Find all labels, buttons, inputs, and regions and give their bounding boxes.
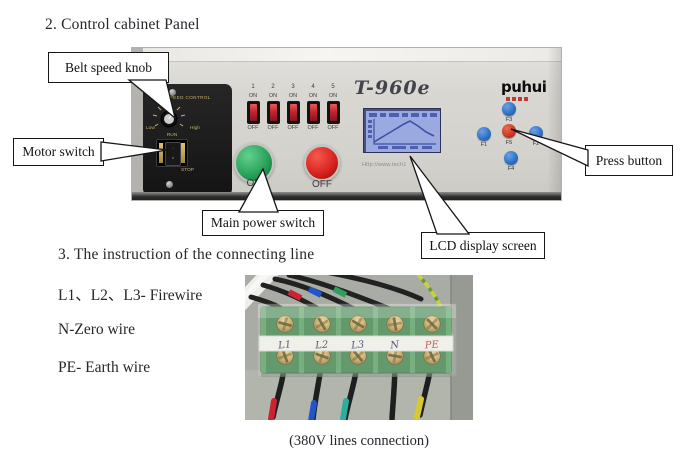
website-text: Http://www.tech1 (362, 162, 407, 168)
power-on-label: ON (246, 178, 262, 189)
section-3-heading: 3. The instruction of the connecting lin… (58, 246, 315, 263)
rocker-trim (181, 143, 185, 163)
zero-wire-line: N-Zero wire (58, 321, 136, 338)
speed-control-title: SPEED CONTROL (166, 95, 211, 100)
speed-knob (152, 104, 186, 128)
function-button-f2 (529, 126, 543, 140)
dip-number: 5 (331, 84, 335, 90)
knob-high-label: High (190, 126, 200, 131)
dip-number: 4 (311, 84, 315, 90)
dip-switch-4: 4 ON OFF (303, 84, 323, 132)
earth-wire-line: PE- Earth wire (58, 359, 151, 376)
wire-color-sleeves (287, 286, 348, 301)
f3-label: F3 (505, 117, 513, 123)
lcd-bottom-text (378, 146, 432, 149)
dip-off-label: OFF (287, 125, 299, 131)
function-button-f3 (502, 102, 516, 116)
stop-label: STOP (181, 168, 194, 173)
rocker-button: -o (165, 142, 181, 166)
brand-submark (506, 97, 528, 101)
main-power-on-button (234, 143, 274, 183)
dip-switch-5: 5 ON OFF (323, 84, 343, 132)
model-logo: T-960e (354, 77, 431, 99)
terminal-label: N (389, 339, 401, 351)
dip-rocker (326, 101, 340, 124)
dip-on-label: ON (288, 93, 298, 99)
dip-off-label: OFF (267, 125, 279, 131)
dip-on-label: ON (248, 93, 258, 99)
dip-rocker (306, 101, 320, 124)
knob-low-label: Low (146, 126, 155, 131)
lcd-temperature-curve (373, 120, 435, 143)
panel-left-shadow (132, 48, 143, 200)
dip-number: 3 (291, 84, 295, 90)
function-button-f4 (504, 151, 518, 165)
f1-label: F1 (480, 142, 488, 148)
panel-top-edge (132, 48, 561, 62)
terminal-label: L1 (277, 339, 292, 351)
terminal-label-pe: PE (423, 339, 439, 351)
wire-color-tips (268, 396, 424, 424)
terminal-label: L3 (350, 339, 365, 351)
lcd-display (363, 108, 441, 153)
dip-off-label: OFF (307, 125, 319, 131)
dip-on-label: ON (268, 93, 278, 99)
rocker-trim (159, 143, 163, 163)
brand-logo: puhui (501, 78, 547, 96)
dip-rocker (286, 101, 300, 124)
lcd-axis-labels (368, 120, 372, 138)
control-panel-photo: SPEED CONTROL Low High RUN -o STO (131, 47, 562, 201)
f5-label: F5 (505, 140, 513, 146)
dip-on-label: ON (308, 93, 318, 99)
f4-label: F4 (507, 166, 515, 172)
callout-motor-switch: Motor switch (13, 138, 104, 166)
dip-off-label: OFF (247, 125, 259, 131)
terminal-block-photo: L1 L2 L3 N PE (233, 261, 473, 424)
dip-switch-2: 2 ON OFF (263, 84, 283, 132)
dip-on-label: ON (328, 93, 338, 99)
dip-switch-3: 3 ON OFF (283, 84, 303, 132)
function-button-f1 (477, 127, 491, 141)
speed-control-module: SPEED CONTROL Low High RUN -o STO (143, 84, 232, 196)
main-power-off-button (304, 145, 340, 181)
callout-main-power-switch: Main power switch (202, 210, 324, 236)
terminal-clear-cover (257, 303, 457, 377)
terminal-label: L2 (314, 340, 329, 352)
power-off-label: OFF (312, 179, 332, 190)
dip-number: 1 (251, 84, 255, 90)
section-2-heading: 2. Control cabinet Panel (45, 16, 200, 33)
dip-switch-1: 1 ON OFF (243, 84, 263, 132)
photo-caption: (380V lines connection) (289, 433, 429, 449)
dip-number: 2 (271, 84, 275, 90)
function-button-f5 (502, 124, 516, 138)
dip-rocker (266, 101, 280, 124)
callout-belt-speed-knob: Belt speed knob (48, 52, 169, 83)
panel-bottom-edge (132, 192, 561, 200)
screw-icon (166, 181, 173, 188)
terminal-label-strip (258, 335, 454, 352)
f2-label: F2 (532, 141, 540, 147)
lcd-graph (366, 111, 440, 152)
dip-rocker (246, 101, 260, 124)
callout-lcd-display-screen: LCD display screen (421, 232, 545, 259)
run-label: RUN (166, 133, 178, 138)
lcd-top-text (369, 113, 437, 117)
panel-right-shadow (547, 48, 561, 200)
dip-off-label: OFF (327, 125, 339, 131)
callout-press-button: Press button (585, 145, 673, 176)
firewire-line: L1、L2、L3- Firewire (58, 287, 203, 304)
motor-rocker-switch: -o (156, 139, 188, 167)
lcd-axes (373, 119, 436, 145)
